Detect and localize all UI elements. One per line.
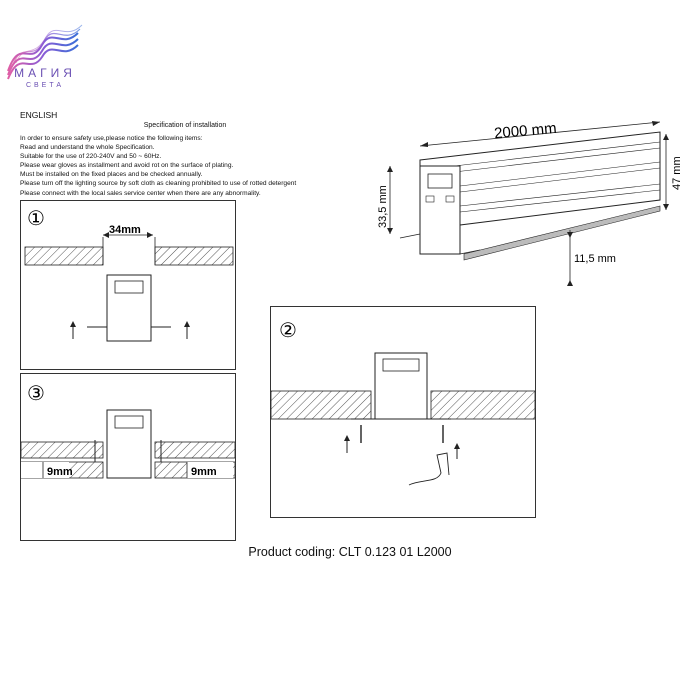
ceiling-left <box>270 390 372 420</box>
arrow-up-icon <box>344 435 350 441</box>
height-label: 47 mm <box>671 156 683 190</box>
ceiling-left <box>24 246 104 266</box>
hand-screwdriver-icon <box>408 452 450 486</box>
step-2-panel: ② <box>270 306 536 518</box>
ceiling-left <box>20 441 104 459</box>
spec-line: In order to ensure safety use,please not… <box>20 135 203 142</box>
length-dimension-line <box>419 121 661 147</box>
language-heading: ENGLISH <box>20 110 58 120</box>
base-label: 11,5 mm <box>574 253 616 265</box>
spec-line: Read and understand the whole Specificat… <box>20 144 155 152</box>
spec-title: Specification of installation <box>143 122 227 129</box>
step-1-number: ① <box>27 208 45 230</box>
brand-logo <box>7 24 83 80</box>
step-1-cutout-label: 34mm <box>109 224 141 236</box>
profile-flange <box>463 205 661 261</box>
step-3-right-label: 9mm <box>191 466 217 478</box>
product-coding: Product coding: CLT 0.123 01 L2000 <box>248 545 452 559</box>
profile-section <box>106 274 152 342</box>
length-label: 2000 mm <box>493 120 557 142</box>
ceiling-right <box>154 246 234 266</box>
profile-section <box>374 352 428 420</box>
brand-name: МАГИЯ <box>14 66 76 80</box>
spec-line: Suitable for the use of 220-240V and 50 … <box>20 153 162 161</box>
step-3-number: ③ <box>27 383 45 405</box>
step-1-diagram: ① 34mm <box>24 208 234 342</box>
spec-lines: In order to ensure safety use,please not… <box>20 134 350 198</box>
step-3-left-label: 9mm <box>47 466 73 478</box>
step-3-diagram: ③ 9mm 9mm <box>20 383 236 479</box>
inner-height-label: 33,5 mm <box>377 185 389 228</box>
brand-tagline: СВЕТА <box>25 82 65 89</box>
ceiling-right <box>430 390 536 420</box>
profile-cross-section <box>419 165 461 255</box>
step-2-diagram: ② <box>270 320 536 486</box>
profile-drawing: 2000 mm 47 mm 33,5 mm 11,5 mm <box>377 120 683 286</box>
arrow-up-icon <box>454 443 460 449</box>
profile-section <box>106 409 152 479</box>
spec-line: Please wear gloves as installment and av… <box>20 162 234 170</box>
step-3-panel: ③ 9mm 9mm <box>20 373 236 541</box>
step-1-panel: ① 34mm <box>20 200 236 370</box>
spec-line: Must be installed on the fixed places an… <box>20 171 203 179</box>
step-2-number: ② <box>279 320 297 342</box>
ceiling-right <box>154 441 236 459</box>
spec-line: Please connect with the local sales serv… <box>20 189 261 197</box>
spec-line: Please turn off the lighting source by s… <box>20 180 297 188</box>
